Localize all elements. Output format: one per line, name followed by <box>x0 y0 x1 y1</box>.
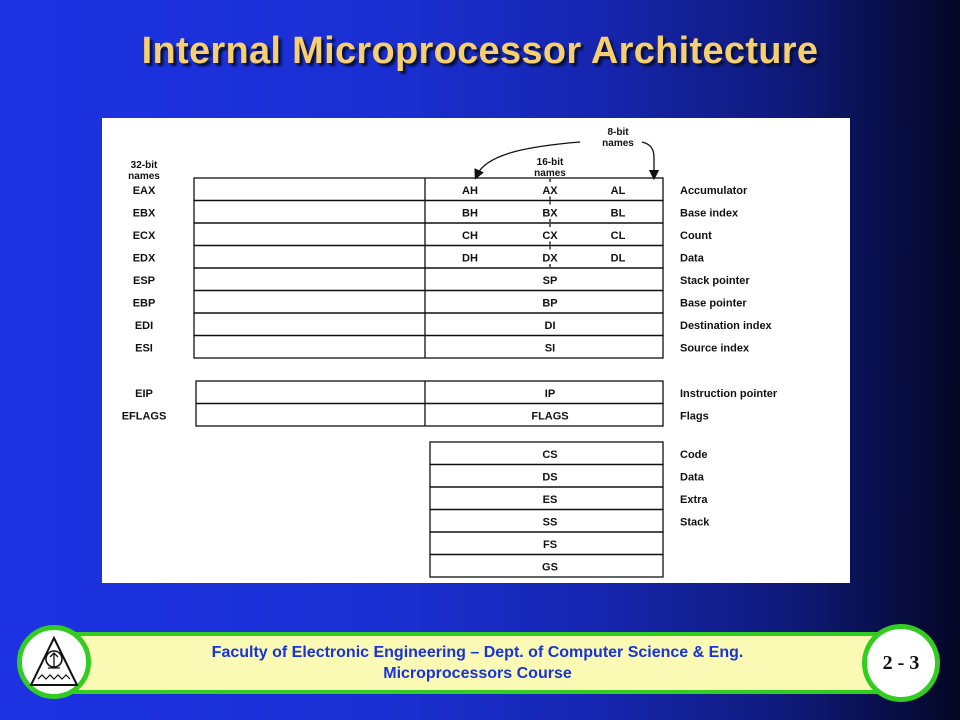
register-low-byte-label: AL <box>611 185 626 197</box>
register-row <box>193 267 664 292</box>
special-register-16bit-name: FLAGS <box>531 411 568 423</box>
register-16bit-name: CX <box>542 230 558 242</box>
register-16bit-name: DI <box>545 320 556 332</box>
register-16bit-name: BX <box>542 208 558 220</box>
register-low-byte-label: BL <box>611 208 626 220</box>
footer-bar: Faculty of Electronic Engineering – Dept… <box>30 632 925 694</box>
segment-register-name: FS <box>543 539 557 551</box>
special-register-description: Instruction pointer <box>680 388 778 400</box>
register-row <box>193 312 664 337</box>
register-description: Stack pointer <box>680 275 750 287</box>
register-32bit-name: EBP <box>133 298 156 310</box>
faculty-logo <box>17 625 91 699</box>
header-16bit-names-label: names <box>534 168 566 179</box>
slide-title: Internal Microprocessor Architecture <box>141 30 819 72</box>
segment-register-description: Data <box>680 472 705 484</box>
register-low-byte-label: DL <box>611 253 626 265</box>
segment-register-name: SS <box>543 517 558 529</box>
register-high-byte-label: BH <box>462 208 478 220</box>
register-16bit-name: AX <box>542 185 558 197</box>
special-register-16bit-name: IP <box>545 388 555 400</box>
register-32bit-name: ESI <box>135 343 153 355</box>
register-description: Destination index <box>680 320 773 332</box>
arrow-8bit-to-high <box>474 141 581 180</box>
register-description: Base index <box>680 208 739 220</box>
register-row <box>193 199 664 224</box>
header-16bit-label: 16-bit <box>537 157 564 168</box>
header-8bit-label: 8-bit <box>607 127 629 138</box>
footer-course-line: Microprocessors Course <box>383 665 572 682</box>
register-32bit-name: EDX <box>133 253 156 265</box>
segment-register-name: ES <box>543 494 558 506</box>
segment-register-name: CS <box>542 449 557 461</box>
special-register-description: Flags <box>680 411 709 423</box>
register-row <box>193 244 664 269</box>
register-row <box>193 222 664 247</box>
register-description: Count <box>680 230 712 242</box>
special-register-row <box>195 402 664 427</box>
footer-faculty-line: Faculty of Electronic Engineering – Dept… <box>211 644 744 661</box>
register-16bit-name: BP <box>542 298 557 310</box>
header-8bit-names-label: names <box>602 138 634 149</box>
header-32bit-names-label: names <box>128 171 160 182</box>
register-16bit-name: SI <box>545 343 555 355</box>
register-high-byte-label: AH <box>462 185 478 197</box>
register-high-byte-label: CH <box>462 230 478 242</box>
register-16bit-name: SP <box>543 275 558 287</box>
register-description: Data <box>680 253 705 265</box>
footer-text: Faculty of Electronic Engineering – Dept… <box>134 642 821 684</box>
register-32bit-name: EDI <box>135 320 153 332</box>
register-row <box>193 177 664 202</box>
segment-register-row <box>429 553 664 578</box>
register-row <box>193 289 664 314</box>
register-32bit-name: EBX <box>133 208 156 220</box>
register-description: Base pointer <box>680 298 747 310</box>
register-description: Accumulator <box>680 185 748 197</box>
register-32bit-name: ECX <box>133 230 156 242</box>
special-register-row <box>195 380 664 405</box>
page-number-badge: 2 - 3 <box>862 624 940 702</box>
register-32bit-name: EAX <box>133 185 156 197</box>
faculty-seal-icon <box>29 635 79 686</box>
header-32bit-label: 32-bit <box>131 160 158 171</box>
special-register-32bit-name: EIP <box>135 388 153 400</box>
segment-register-description: Extra <box>680 494 708 506</box>
register-description: Source index <box>680 343 750 355</box>
segment-register-name: GS <box>542 562 558 574</box>
register-low-byte-label: CL <box>611 230 626 242</box>
register-high-byte-label: DH <box>462 253 478 265</box>
arrow-8bit-to-low <box>641 141 660 181</box>
special-register-32bit-name: EFLAGS <box>122 411 167 423</box>
segment-register-name: DS <box>542 472 557 484</box>
register-16bit-name: DX <box>542 253 558 265</box>
segment-register-description: Stack <box>680 517 710 529</box>
register-32bit-name: ESP <box>133 275 155 287</box>
segment-register-description: Code <box>680 449 708 461</box>
register-row <box>193 334 664 359</box>
